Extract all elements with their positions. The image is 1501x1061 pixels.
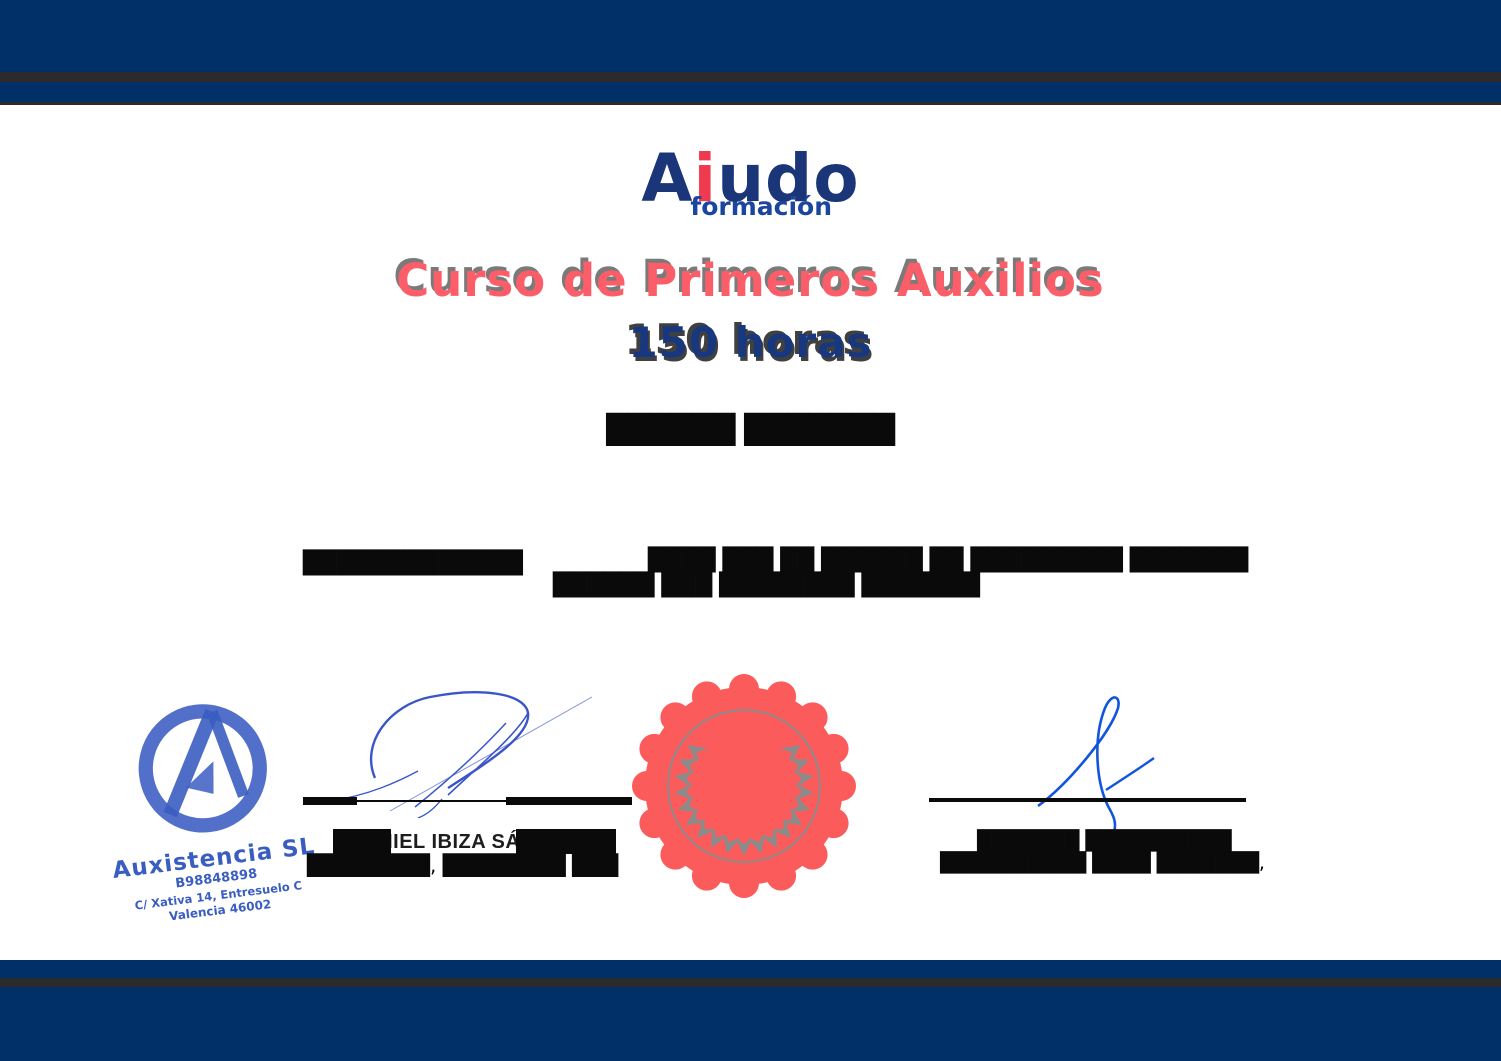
course-title: Curso de Primeros Auxilios — [396, 254, 1105, 307]
signatory-left-role-redacted: ████████, ████████ ███ — [307, 853, 619, 877]
signatory-right-name-redacted: ███████ ██████████ — [977, 830, 1232, 852]
aiudo-logo: Aiudo — [0, 146, 1501, 212]
signature-left-redaction-bar-b — [506, 797, 632, 805]
company-stamp: Auxistencia SL B98848898 C/ Xativa 14, E… — [87, 682, 328, 932]
signatory-right-role-redacted: ██████████ ████ ███████, — [940, 852, 1265, 874]
logo-accent-letter: i — [693, 140, 718, 217]
logo-suffix: udo — [717, 140, 860, 217]
detail-line2-redacted: ██████ ███ ████████ ███████ — [553, 573, 981, 598]
name-redaction-cover-right — [516, 829, 616, 854]
top-border-bar — [0, 0, 1501, 72]
detail-redaction-bar: █████████████ — [303, 551, 523, 576]
top-border-bar-thin — [0, 82, 1501, 102]
course-hours: 150 horas — [628, 318, 873, 367]
top-border-line — [0, 102, 1501, 105]
detail-line1-redacted: ████ ███ ██ ██████ ██ █████████ ███████ — [648, 548, 1249, 573]
student-name-redacted: ██████ ███████ — [606, 413, 895, 446]
logo-prefix: A — [641, 140, 694, 217]
name-redaction-cover-left — [333, 829, 391, 854]
certificate-seal-icon — [632, 674, 856, 898]
signature-left-redaction-bar-a — [303, 797, 357, 805]
signature-right-ink — [1037, 696, 1155, 833]
logo-subtitle: formación — [690, 192, 832, 221]
top-border-stripe — [0, 72, 1501, 82]
stamp-monogram-icon — [138, 704, 267, 833]
bottom-border-stripe — [0, 978, 1501, 987]
bottom-border-bar — [0, 987, 1501, 1061]
signature-right-line — [929, 798, 1246, 802]
bottom-border-bar-thin — [0, 960, 1501, 978]
signature-left-line — [333, 800, 600, 802]
signature-left-ink — [327, 691, 593, 818]
